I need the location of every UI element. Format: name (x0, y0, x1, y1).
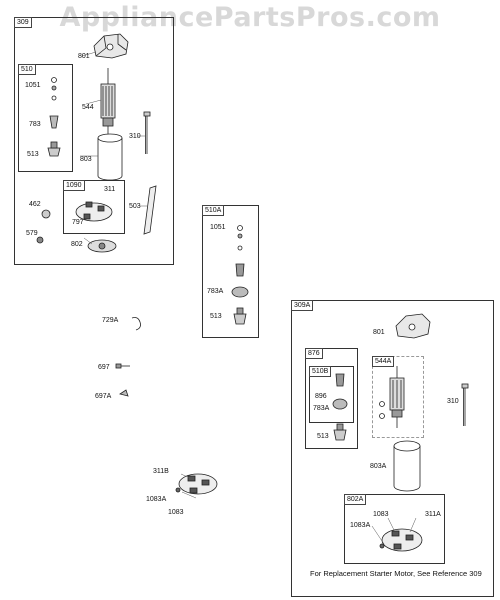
group-box-510A (202, 205, 259, 338)
brush-plate-311B-drawing (175, 473, 218, 495)
part-label-310-309A[interactable]: 310 (447, 398, 459, 405)
gear-783-drawing (49, 115, 59, 129)
group-label-510: 510 (18, 64, 36, 75)
part-label-503[interactable]: 503 (129, 203, 141, 210)
pinion-510A-drawing (235, 263, 245, 277)
bolt-310-drawing (143, 111, 151, 154)
housing-803A-drawing (393, 440, 421, 492)
part-label-1083[interactable]: 1083 (168, 509, 184, 516)
part-label-896[interactable]: 896 (315, 393, 327, 400)
clip-729A-drawing (131, 317, 141, 331)
part-label-1051[interactable]: 1051 (25, 82, 41, 89)
group-label-309A: 309A (291, 300, 314, 311)
armature-544A-drawing (379, 366, 405, 428)
group-box-510 (18, 64, 73, 172)
part-label-513-309A[interactable]: 513 (317, 433, 329, 440)
group-box-309 (14, 17, 174, 265)
armature-544-drawing (100, 68, 116, 134)
part-label-311B[interactable]: 311B (153, 468, 169, 475)
part-label-801[interactable]: 801 (78, 53, 90, 60)
part-label-783A-510A[interactable]: 783A (207, 288, 224, 295)
part-label-544[interactable]: 544 (82, 104, 94, 111)
brush-plate-802A-drawing (379, 528, 423, 552)
part-label-311[interactable]: 311 (104, 186, 116, 193)
group-box-802A (344, 494, 445, 564)
group-box-544A (372, 356, 424, 438)
end-cap-801-309A-drawing (395, 313, 431, 339)
part-label-783A-309A[interactable]: 783A (313, 405, 330, 412)
housing-803-drawing (97, 133, 123, 181)
part-label-579[interactable]: 579 (26, 230, 38, 237)
group-label-876: 876 (305, 348, 323, 359)
part-label-697A[interactable]: 697A (95, 393, 112, 400)
part-label-729A[interactable]: 729A (102, 317, 119, 324)
part-label-1083-309A[interactable]: 1083 (373, 511, 389, 518)
part-label-783[interactable]: 783 (29, 121, 41, 128)
drive-513-drawing (47, 147, 61, 157)
cover-802-drawing (87, 239, 117, 253)
replacement-note: For Replacement Starter Motor, See Refer… (310, 569, 482, 578)
group-box-876 (305, 348, 358, 449)
group-label-510B: 510B (309, 366, 332, 377)
part-label-1051-510A[interactable]: 1051 (210, 224, 226, 231)
drive-513-510A-drawing (233, 313, 247, 325)
group-label-544A: 544A (372, 356, 395, 367)
screw-697-drawing (115, 363, 130, 369)
group-label-1090: 1090 (63, 180, 85, 191)
group-box-309A (291, 300, 494, 597)
group-label-309: 309 (14, 17, 32, 28)
nut-697A-drawing (119, 389, 129, 397)
part-label-513[interactable]: 513 (27, 151, 39, 158)
part-label-803[interactable]: 803 (80, 156, 92, 163)
group-box-510B (309, 366, 354, 423)
group-box-1090 (63, 180, 125, 234)
end-cap-801-drawing (93, 33, 129, 59)
part-label-311A[interactable]: 311A (425, 511, 441, 518)
group-label-510A: 510A (202, 205, 225, 216)
gear-783A-drawing (231, 286, 249, 298)
part-label-513-510A[interactable]: 513 (210, 313, 222, 320)
part-label-1083A-309A[interactable]: 1083A (350, 522, 371, 529)
part-label-310[interactable]: 310 (129, 133, 141, 140)
part-label-802[interactable]: 802 (71, 241, 83, 248)
part-label-803A[interactable]: 803A (370, 463, 387, 470)
part-label-462[interactable]: 462 (29, 201, 41, 208)
strap-503-drawing (143, 185, 157, 235)
bolt-310-309A-drawing (461, 383, 469, 426)
part-label-1083A[interactable]: 1083A (146, 496, 167, 503)
part-label-797[interactable]: 797 (72, 219, 84, 226)
brush-plate-797-drawing (75, 201, 113, 222)
group-label-802A: 802A (344, 494, 367, 505)
part-label-697[interactable]: 697 (98, 364, 110, 371)
part-label-801-309A[interactable]: 801 (373, 329, 385, 336)
